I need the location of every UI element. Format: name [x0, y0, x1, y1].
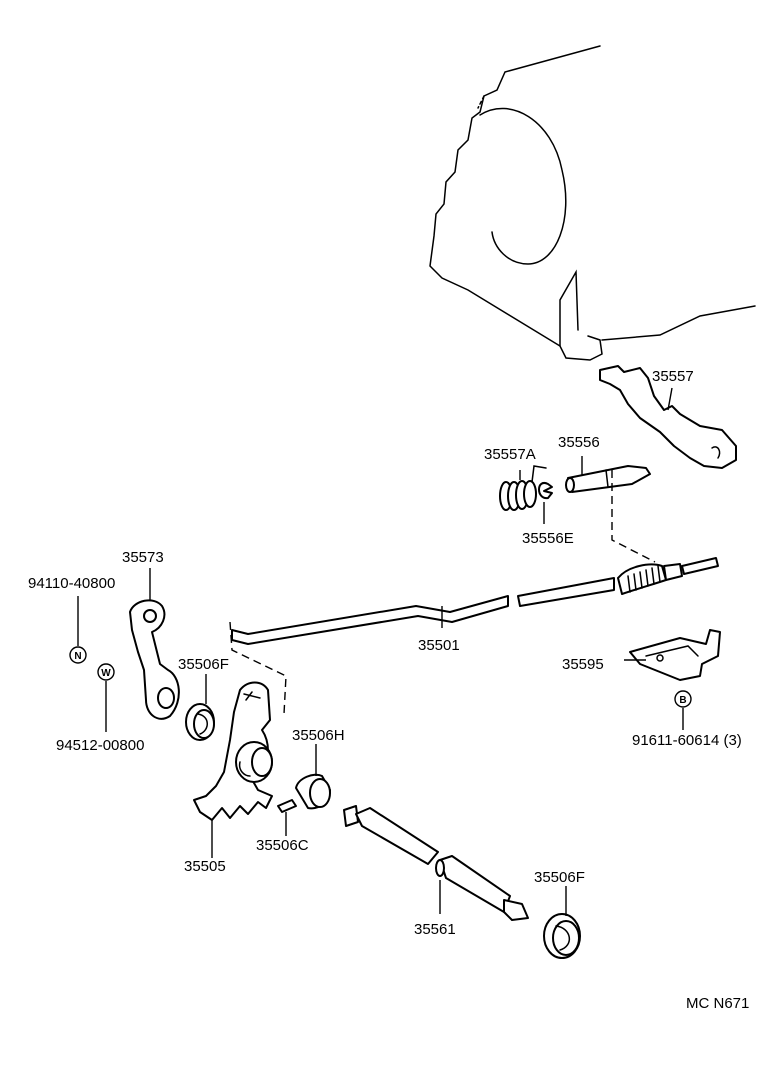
label-91611: 91611-60614 (3) [632, 732, 742, 749]
label-35501: 35501 [418, 637, 460, 654]
label-35506F-top: 35506F [178, 656, 229, 673]
label-35506F-bottom: 35506F [534, 869, 585, 886]
label-35556E: 35556E [522, 530, 574, 547]
washer-symbol-letter: W [101, 668, 111, 679]
part-35595-bracket [624, 629, 721, 681]
label-35557A: 35557A [484, 446, 536, 463]
label-35561: 35561 [414, 921, 456, 938]
label-35506C: 35506C [256, 837, 309, 854]
part-35561-shaft [343, 805, 529, 921]
part-35505-lever [193, 681, 273, 858]
part-35501-cable [231, 557, 719, 645]
bolt-symbol: B [674, 690, 692, 730]
label-35557: 35557 [652, 368, 694, 385]
part-35506H-bushing [295, 744, 331, 810]
diagram-code: MC N671 [686, 995, 749, 1012]
part-35506C-pin [277, 799, 297, 836]
part-35506F-seal-top [185, 674, 215, 741]
nut-symbol: N [69, 596, 87, 664]
part-35556E-clip [538, 481, 553, 524]
part-35557A-spring [499, 465, 547, 511]
label-35506H: 35506H [292, 727, 345, 744]
transmission-case [429, 45, 756, 361]
bolt-symbol-letter: B [679, 695, 686, 706]
label-94110: 94110-40800 [28, 575, 115, 592]
label-35505: 35505 [184, 858, 226, 875]
washer-symbol: W [97, 663, 115, 732]
part-35506F-seal-bottom [543, 886, 581, 959]
label-35573: 35573 [122, 549, 164, 566]
part-35573-arm [129, 568, 180, 720]
label-35595: 35595 [562, 656, 604, 673]
label-35556: 35556 [558, 434, 600, 451]
part-35556-pin [565, 456, 651, 493]
nut-symbol-letter: N [74, 651, 81, 662]
part-35557-lever [599, 365, 737, 469]
label-94512: 94512-00800 [56, 737, 144, 754]
